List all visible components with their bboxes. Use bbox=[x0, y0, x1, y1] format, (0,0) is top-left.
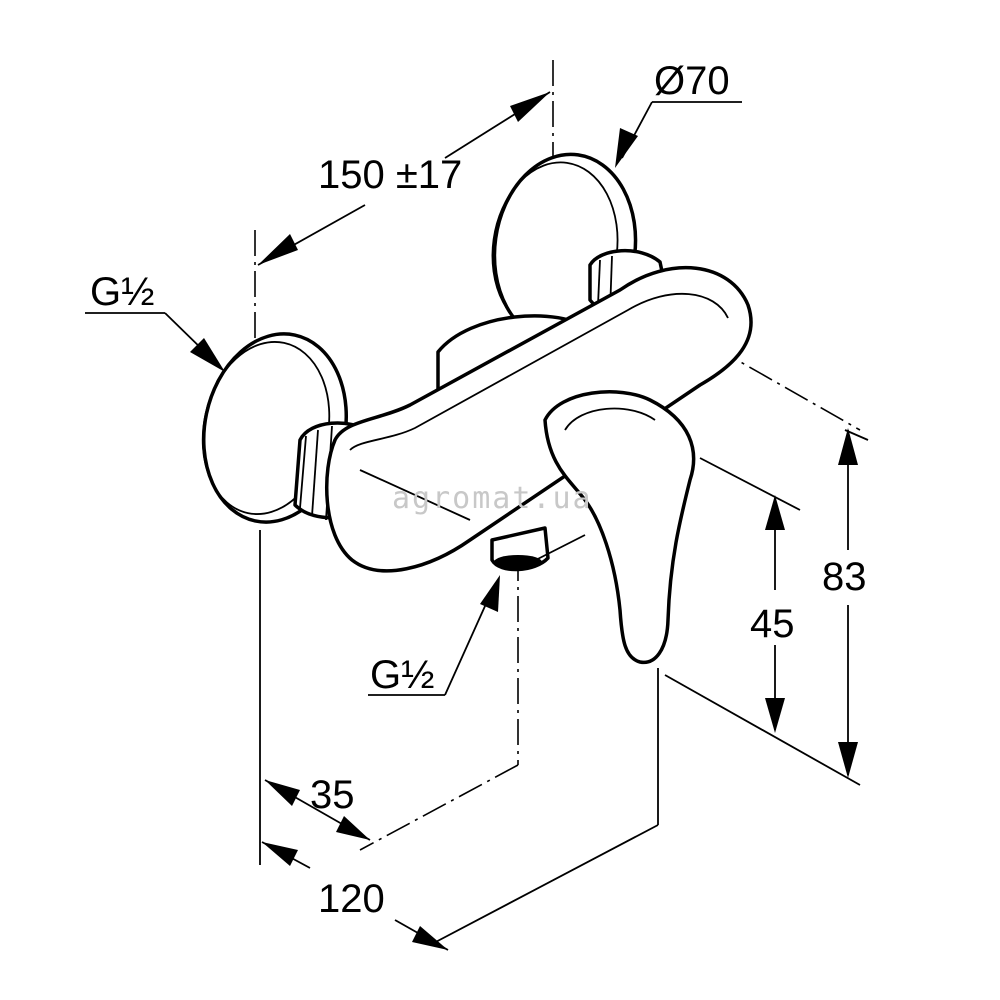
dim-outlet-offset: 35 bbox=[264, 773, 371, 841]
dim-overall-height: 83 bbox=[822, 428, 869, 778]
label-overall-depth: 120 bbox=[318, 877, 385, 921]
dim-outlet-thread: G½ bbox=[368, 575, 500, 697]
extension-lines bbox=[259, 457, 861, 946]
watermark-text: agromat.ua bbox=[392, 481, 593, 516]
dim-overall-depth: 120 bbox=[261, 841, 449, 951]
label-outlet-offset: 35 bbox=[310, 773, 355, 817]
label-inlet-thread: G½ bbox=[90, 270, 154, 314]
lever-handle bbox=[543, 390, 696, 665]
dim-lever-height: 45 bbox=[750, 495, 795, 733]
label-rosette-diameter: Ø70 bbox=[654, 59, 730, 103]
label-lever-height: 45 bbox=[750, 602, 795, 646]
outlet-stub bbox=[490, 526, 550, 572]
label-outlet-thread: G½ bbox=[370, 653, 434, 697]
dim-inlet-thread: G½ bbox=[85, 270, 225, 372]
label-overall-height: 83 bbox=[822, 555, 867, 599]
dim-inlet-spacing: 150 ±17 bbox=[257, 91, 551, 266]
dim-rosette-diameter: Ø70 bbox=[615, 59, 742, 168]
label-inlet-spacing: 150 ±17 bbox=[318, 153, 462, 197]
mixer-body bbox=[325, 266, 753, 573]
